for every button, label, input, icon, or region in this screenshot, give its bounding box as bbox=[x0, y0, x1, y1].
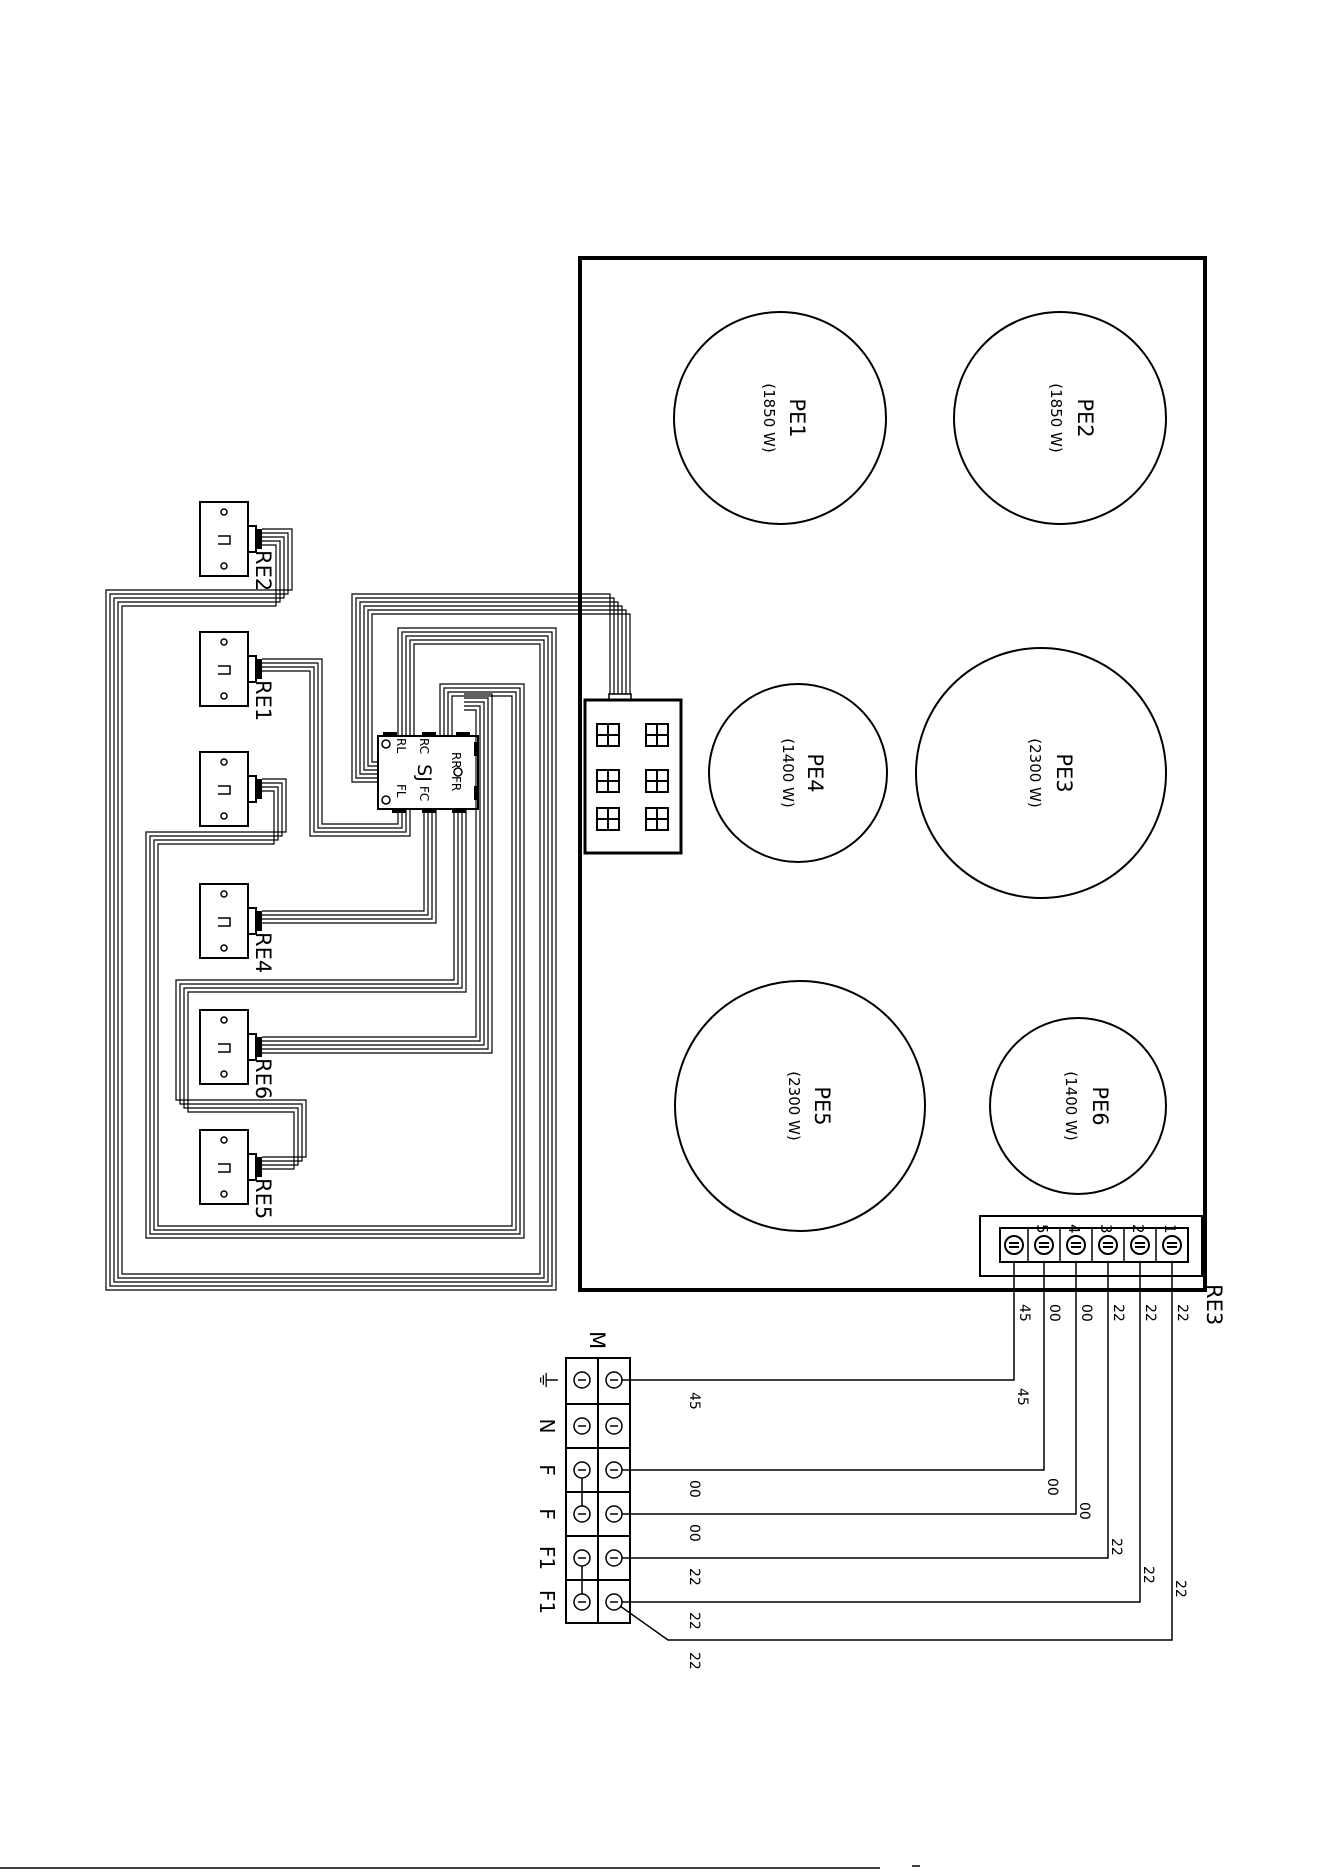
code-mid-6: 22 bbox=[1172, 1580, 1188, 1598]
sj-pin-fc: FC bbox=[417, 786, 431, 801]
main-row-f1-2: F1 bbox=[535, 1590, 559, 1614]
zone-pe6-power: (1400 W) bbox=[1062, 1071, 1080, 1140]
digit-3 bbox=[597, 808, 619, 830]
code-hob-3: 00 bbox=[1078, 1304, 1094, 1322]
main-row-f-1: F bbox=[535, 1464, 559, 1476]
terminal-number-2: 2 bbox=[1129, 1224, 1147, 1234]
zone-pe1-power: (1850 W) bbox=[760, 383, 778, 452]
sj-pin-rc: RC bbox=[417, 738, 431, 754]
re4-label: RE4 bbox=[251, 932, 275, 973]
zone-pe3-label: PE3 bbox=[1052, 753, 1076, 792]
wire-codes-main: 45 00 00 22 22 22 bbox=[686, 1392, 702, 1670]
regulator-re3: RE3 bbox=[200, 752, 1226, 1325]
sj-pin-fr: FR bbox=[449, 776, 463, 791]
zone-pe3-power: (2300 W) bbox=[1026, 738, 1044, 807]
re3-label: RE3 bbox=[1202, 1284, 1226, 1325]
code-mid-5: 22 bbox=[1140, 1566, 1156, 1584]
zone-pe2-label: PE2 bbox=[1073, 398, 1097, 437]
switch-box-sj: SJ RR RC RL FR FC FL bbox=[378, 732, 479, 813]
terminal-number-1: 1 bbox=[1161, 1224, 1179, 1234]
re2-label: RE2 bbox=[251, 550, 275, 591]
zone-pe4: PE4 (1400 W) bbox=[709, 684, 887, 862]
main-row-f-2: F bbox=[535, 1508, 559, 1520]
zone-pe4-power: (1400 W) bbox=[779, 738, 797, 807]
code-mid-1: 45 bbox=[1014, 1388, 1030, 1406]
sj-pin-rr: RR bbox=[449, 752, 463, 769]
code-hob-2: 00 bbox=[1046, 1304, 1062, 1322]
wire-codes-hob: 45 00 00 22 22 22 bbox=[1016, 1304, 1190, 1322]
code-mid-2: 00 bbox=[1044, 1478, 1060, 1496]
terminal-number-3: 3 bbox=[1097, 1224, 1115, 1234]
zone-pe3: PE3 (2300 W) bbox=[916, 648, 1166, 898]
code-main-4: 22 bbox=[686, 1568, 702, 1586]
regulator-re2: RE2 bbox=[200, 502, 275, 591]
sj-pin-fl: FL bbox=[394, 784, 408, 798]
zone-pe5-power: (2300 W) bbox=[785, 1071, 803, 1140]
digit-1 bbox=[597, 724, 619, 746]
code-main-6: 22 bbox=[686, 1652, 702, 1670]
code-hob-4: 22 bbox=[1110, 1304, 1126, 1322]
main-row-n: N bbox=[535, 1419, 559, 1434]
re6-label: RE6 bbox=[251, 1058, 275, 1099]
digit-4 bbox=[646, 724, 668, 746]
regulator-re1: RE1 bbox=[200, 632, 275, 721]
main-terminal-block: M ⏚ N F F F1 F1 bbox=[534, 1331, 630, 1623]
display-module bbox=[585, 694, 681, 853]
code-hob-5: 22 bbox=[1142, 1304, 1158, 1322]
code-mid-3: 00 bbox=[1076, 1502, 1092, 1520]
zone-pe2: PE2 (1850 W) bbox=[954, 312, 1166, 524]
digit-2 bbox=[597, 770, 619, 792]
zone-pe5-label: PE5 bbox=[810, 1086, 834, 1125]
harness-wiring bbox=[106, 529, 630, 1290]
re1-label: RE1 bbox=[251, 680, 275, 721]
zone-pe1-label: PE1 bbox=[785, 398, 809, 437]
main-row-earth: ⏚ bbox=[534, 1369, 559, 1391]
re5-label: RE5 bbox=[251, 1178, 275, 1219]
code-main-2: 00 bbox=[686, 1480, 702, 1498]
zone-pe6-label: PE6 bbox=[1088, 1086, 1112, 1125]
zone-pe5: PE5 (2300 W) bbox=[675, 981, 925, 1231]
sj-pin-rl: RL bbox=[394, 738, 408, 753]
code-main-1: 45 bbox=[686, 1392, 702, 1410]
code-main-5: 22 bbox=[686, 1612, 702, 1630]
wire-codes-mid: 45 00 00 22 22 22 bbox=[1014, 1388, 1188, 1598]
regulator-re4: RE4 bbox=[200, 884, 275, 973]
main-terminal-label: M bbox=[585, 1331, 609, 1349]
zone-pe2-power: (1850 W) bbox=[1047, 383, 1065, 452]
terminal-number-5: 5 bbox=[1033, 1224, 1051, 1234]
terminal-number-4: 4 bbox=[1065, 1224, 1083, 1234]
code-mid-4: 22 bbox=[1108, 1538, 1124, 1556]
digit-6 bbox=[646, 808, 668, 830]
code-hob-1: 45 bbox=[1016, 1304, 1032, 1322]
regulator-re5: RE5 bbox=[200, 1130, 275, 1219]
main-row-f1-1: F1 bbox=[535, 1546, 559, 1570]
sj-label: SJ bbox=[413, 764, 435, 782]
code-hob-6: 22 bbox=[1174, 1304, 1190, 1322]
regulator-re6: RE6 bbox=[200, 1010, 275, 1099]
digit-5 bbox=[646, 770, 668, 792]
zone-pe1: PE1 (1850 W) bbox=[674, 312, 886, 524]
zone-pe6: PE6 (1400 W) bbox=[990, 1018, 1166, 1194]
zone-pe4-label: PE4 bbox=[803, 753, 827, 792]
code-main-3: 00 bbox=[686, 1524, 702, 1542]
